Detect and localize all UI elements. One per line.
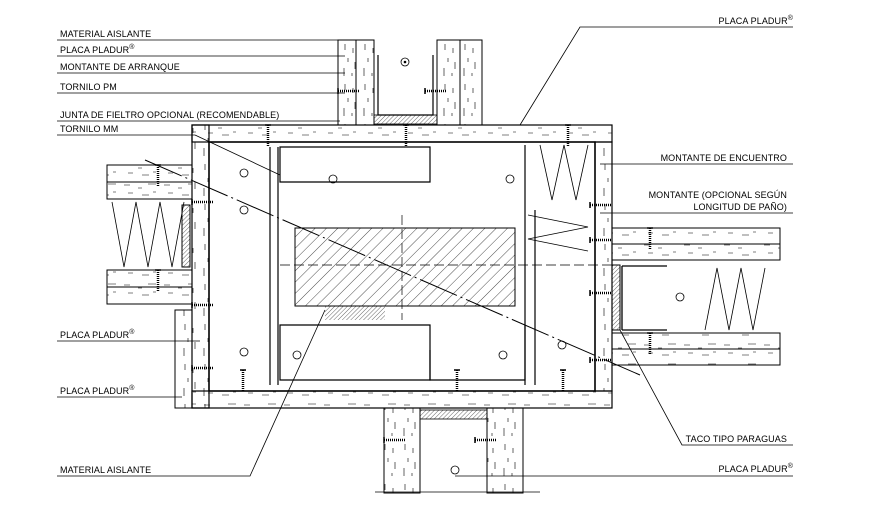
label-montante-opcional-2: LONGITUD DE PAÑO) (693, 202, 787, 212)
label-placa-pladur-top-right: PLACA PLADUR® (718, 15, 793, 26)
top-partition (336, 39, 483, 126)
hatched-core (294, 227, 516, 307)
label-placa-pladur-1: PLACA PLADUR® (60, 44, 135, 55)
label-material-aislante-top: MATERIAL AISLANTE (60, 29, 152, 39)
stud-markers (239, 168, 567, 360)
label-tornilo-mm: TORNILO MM (60, 124, 119, 134)
label-placa-pladur-3: PLACA PLADUR® (60, 385, 135, 396)
label-placa-pladur-2: PLACA PLADUR® (60, 329, 135, 340)
label-junta-fieltro: JUNTA DE FIELTRO OPCIONAL (RECOMENDABLE) (60, 110, 280, 120)
label-montante-arranque: MONTANTE DE ARRANQUE (60, 62, 180, 72)
label-placa-pladur-bottom-right: PLACA PLADUR® (718, 463, 793, 474)
left-partition (106, 164, 193, 409)
insulation-right (527, 144, 589, 252)
label-montante-opcional-1: MONTANTE (OPCIONAL SEGÚN (648, 190, 787, 200)
label-tornilo-pm: TORNILO PM (60, 82, 117, 92)
leader-lines (57, 26, 793, 477)
right-partition (611, 227, 781, 366)
label-material-aislante-bottom: MATERIAL AISLANTE (60, 465, 152, 475)
bottom-partition (375, 407, 540, 494)
label-taco-tipo-paraguas: TACO TIPO PARAGUAS (685, 434, 787, 444)
label-montante-encuentro: MONTANTE DE ENCUENTRO (660, 153, 787, 163)
main-frame (191, 124, 613, 409)
